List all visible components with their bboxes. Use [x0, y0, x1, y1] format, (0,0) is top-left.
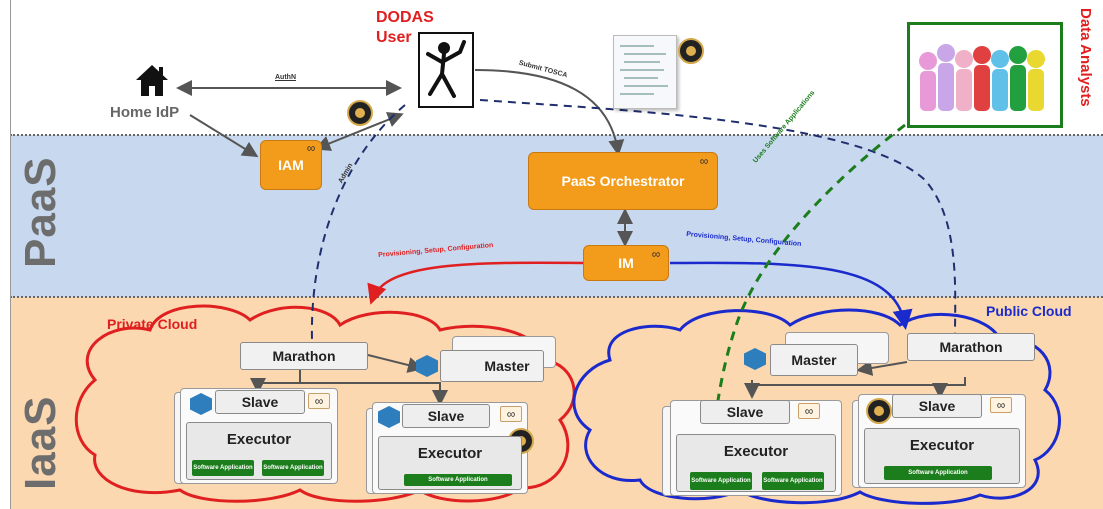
- home-icon: [135, 63, 169, 97]
- left-border: [10, 0, 11, 509]
- data-analysts-people-icon: [919, 44, 1045, 111]
- im-label: IM: [618, 255, 634, 271]
- private-marathon-box[interactable]: Marathon: [240, 342, 368, 370]
- public-app2a[interactable]: Software Application: [884, 466, 992, 480]
- private-app2a[interactable]: Software Application: [404, 474, 512, 486]
- private-cloud-title: Private Cloud: [107, 316, 198, 332]
- user-figure-icon: [418, 32, 474, 108]
- private-executor2-label: Executor: [417, 445, 483, 462]
- private-slave2-label: Slave: [427, 408, 465, 424]
- public-slave2-indigo-icon: ∞: [990, 397, 1012, 413]
- paas-top-divider: [10, 134, 1103, 136]
- public-cloud-outline: [572, 308, 1061, 505]
- private-master-label: Master: [484, 358, 530, 374]
- dodas-logo-icon: [347, 100, 373, 126]
- private-slave1-indigo-icon: ∞: [308, 393, 330, 409]
- im-indigo-icon: ∞: [651, 247, 661, 261]
- tosca-logo-icon: [678, 38, 704, 64]
- home-idp-label: Home IdP: [110, 104, 180, 121]
- im-box[interactable]: IM: [583, 245, 669, 281]
- orchestrator-label: PaaS Orchestrator: [561, 173, 685, 189]
- public-slave2-label: Slave: [918, 398, 956, 414]
- public-cloud-title: Public Cloud: [986, 303, 1072, 319]
- private-master-box[interactable]: Master: [440, 350, 544, 382]
- private-app1a-label: Software Application: [193, 464, 253, 471]
- private-app1a[interactable]: Software Application: [192, 460, 254, 476]
- private-executor1-label: Executor: [226, 431, 292, 448]
- data-analysts-panel: [907, 22, 1063, 128]
- public-marathon-label: Marathon: [939, 339, 1003, 355]
- orchestrator-indigo-icon: ∞: [699, 154, 709, 168]
- dodas-user-label: DODAS User: [376, 9, 434, 46]
- paas-iaas-divider: [10, 296, 1103, 298]
- public-app1b-label: Software Application: [763, 477, 823, 484]
- public-executor2-label: Executor: [909, 437, 975, 454]
- private-master-mesos-icon: [416, 355, 438, 377]
- private-app2a-label: Software Application: [428, 476, 488, 483]
- private-cloud-outline: [74, 304, 576, 503]
- public-app2a-label: Software Application: [908, 469, 968, 476]
- tosca-document-icon: [613, 35, 677, 109]
- public-marathon-box[interactable]: Marathon: [907, 333, 1035, 361]
- iam-label: IAM: [278, 157, 304, 173]
- private-slave2-indigo-icon: ∞: [500, 406, 522, 422]
- public-app1b[interactable]: Software Application: [762, 472, 824, 490]
- authn-label: AuthN: [275, 74, 296, 81]
- public-master-mesos-icon: [744, 348, 766, 370]
- private-slave1-mesos-icon: [190, 393, 212, 415]
- data-analysts-label: Data Analysts: [1077, 8, 1094, 107]
- public-executor1-label: Executor: [723, 443, 789, 460]
- iam-indigo-icon: ∞: [306, 141, 316, 155]
- private-app1b[interactable]: Software Application: [262, 460, 324, 476]
- private-marathon-label: Marathon: [272, 348, 336, 364]
- public-app1a-label: Software Application: [691, 477, 751, 484]
- public-slave2-box[interactable]: Slave: [892, 394, 982, 418]
- private-slave2-box[interactable]: Slave: [402, 404, 490, 428]
- public-slave1-label: Slave: [726, 404, 764, 420]
- orchestrator-box[interactable]: PaaS Orchestrator: [528, 152, 718, 210]
- iam-box[interactable]: IAM: [260, 140, 322, 190]
- public-master-box[interactable]: Master: [770, 344, 858, 376]
- private-slave1-box[interactable]: Slave: [215, 390, 305, 414]
- private-slave1-label: Slave: [241, 394, 279, 410]
- public-slave1-box[interactable]: Slave: [700, 400, 790, 424]
- public-slave2-dodas-icon: [866, 398, 892, 424]
- public-app1a[interactable]: Software Application: [690, 472, 752, 490]
- private-app1b-label: Software Application: [263, 464, 323, 471]
- public-master-label: Master: [791, 352, 837, 368]
- private-slave2-mesos-icon: [378, 406, 400, 428]
- public-slave1-indigo-icon: ∞: [798, 403, 820, 419]
